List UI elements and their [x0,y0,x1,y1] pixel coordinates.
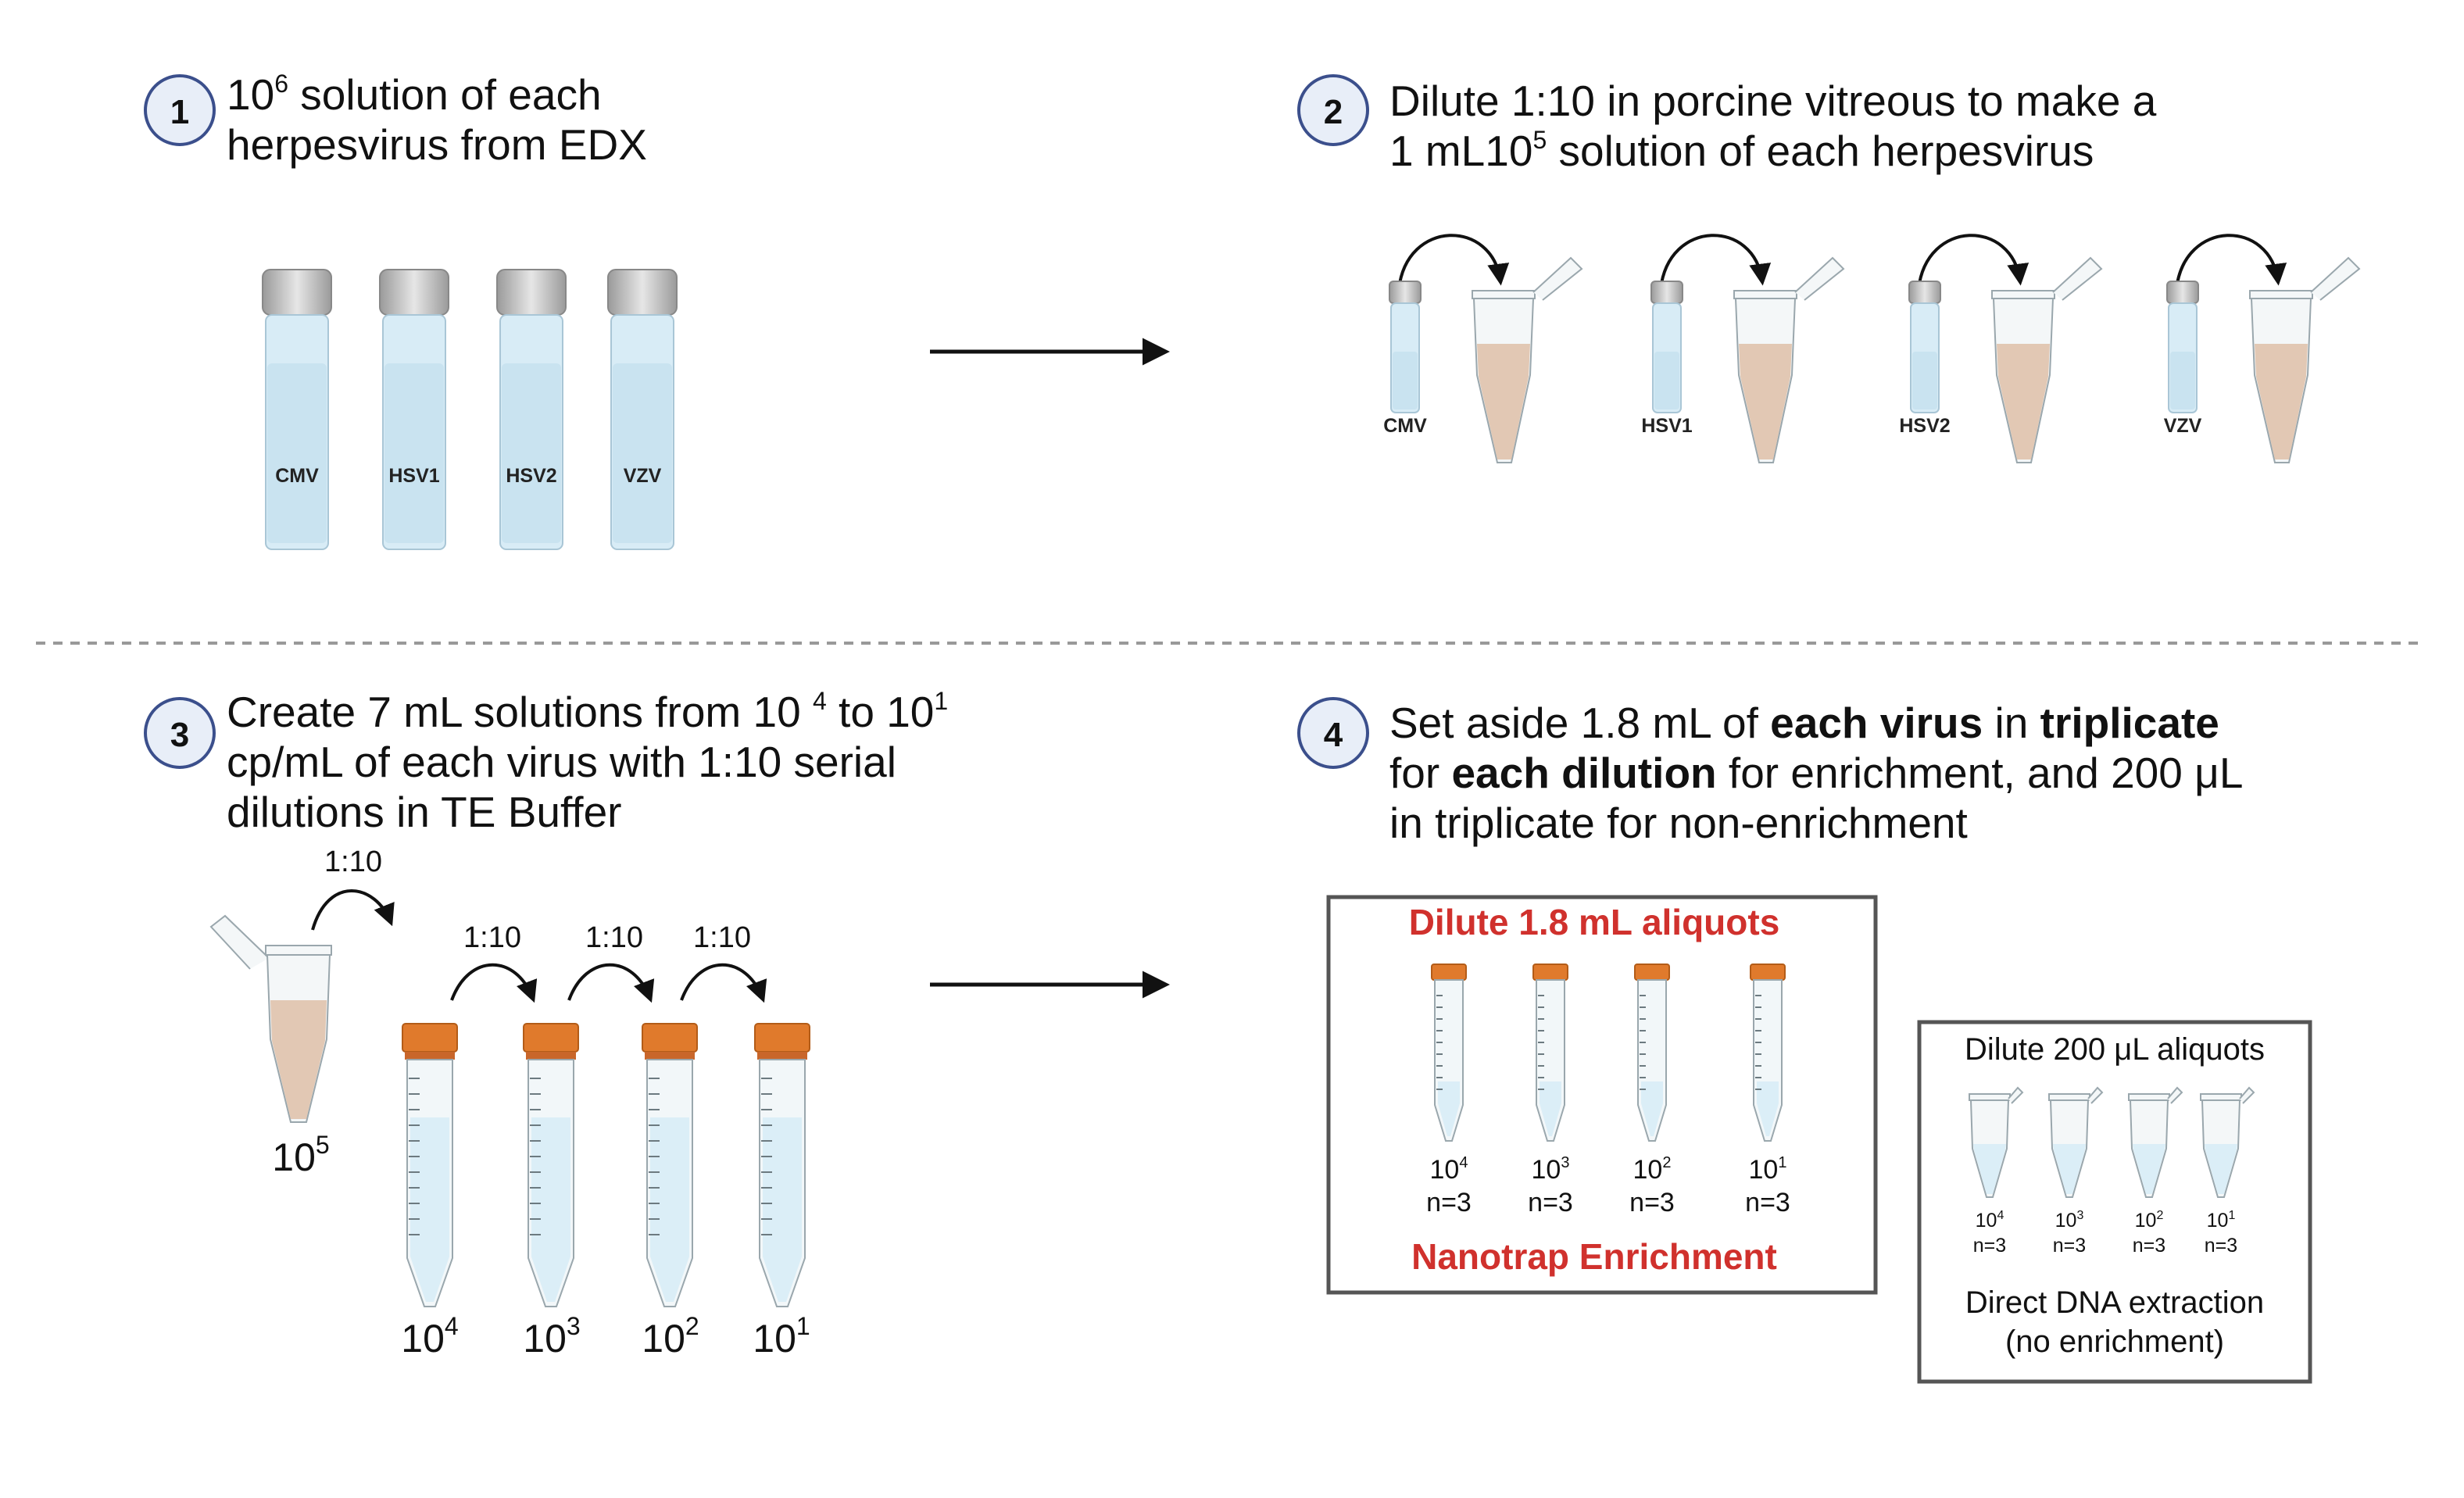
vial-label: CMV [275,465,319,487]
dilution-arrow [680,963,767,1003]
dilution-ratio: 1:10 [463,921,521,954]
vial-label: HSV1 [388,465,439,487]
replicate-count: n=3 [1528,1188,1573,1217]
vial-label: VZV [2164,415,2202,437]
replicate-count: n=3 [2205,1235,2237,1257]
aliquot-tube [1634,964,1670,1142]
step-text-line-1: 106 solution of each [227,70,602,119]
enrichment-box-footer: Nanotrap Enrichment [1411,1236,1777,1277]
step-text-line-2: for each dilution for enrichment, and 20… [1389,749,2243,797]
enrichment-box: Dilute 1.8 mL aliquots 1 [1326,895,1878,1295]
vial-label: VZV [624,465,662,487]
microtube [2128,1086,2183,1198]
aliquot-tube [1532,964,1568,1142]
vial-hsv2: HSV2 [496,269,567,550]
replicate-count: n=3 [1426,1188,1472,1217]
step-2: 2 Dilute 1:10 in porcine vitreous to mak… [1297,74,2361,463]
transfer-hsv2: HSV2 [1899,234,2103,463]
step-text-line-2: 1 mL105 solution of each herpesvirus [1389,126,2094,175]
vial-vzv: VZV [607,269,678,550]
aliquot-concentration: 102 [1633,1154,1672,1185]
transfer-cmv: CMV [1383,234,1583,463]
replicate-count: n=3 [1629,1188,1675,1217]
step-text-line-3: dilutions in TE Buffer [227,788,621,836]
step-number: 1 [170,93,189,131]
step-text-line-2: cp/mL of each virus with 1:10 serial [227,738,896,786]
starting-tube [209,914,332,1123]
tube-concentration: 103 [523,1312,580,1360]
tube-concentration: 102 [642,1312,699,1360]
tube-concentration: 104 [401,1312,458,1360]
step-number-badge: 3 [144,697,216,769]
step-number: 2 [1324,93,1343,131]
dilution-arrow [450,963,538,1003]
replicate-count: n=3 [2133,1235,2165,1257]
microtube [1969,1086,2024,1198]
vial-label: CMV [1383,415,1427,437]
step-text-line-1: Dilute 1:10 in porcine vitreous to make … [1389,77,2157,125]
step-number-badge: 2 [1297,74,1369,146]
conical-tube-1e3 [523,1023,579,1307]
conical-tube-1e2 [642,1023,698,1307]
aliquot-concentration: 101 [1749,1154,1787,1185]
step-number-badge: 1 [144,74,216,146]
step-number-badge: 4 [1297,697,1369,769]
step-text-line-3: in triplicate for non-enrichment [1389,799,1968,847]
vial-hsv1: HSV1 [379,269,449,550]
transfer-hsv1: HSV1 [1641,234,1845,463]
dilution-ratio: 1:10 [585,921,643,954]
dilution-arrow [311,889,395,931]
dilution-ratio: 1:10 [324,846,382,878]
direct-box-title: Dilute 200 μL aliquots [1965,1032,2265,1067]
aliquot-concentration: 103 [1532,1154,1570,1185]
step-4: 4 Set aside 1.8 mL of each virus in trip… [1297,697,2312,1384]
replicate-count: n=3 [1745,1188,1790,1217]
conical-tube-1e1 [754,1023,810,1307]
microtube [2200,1086,2255,1198]
step-text-line-1: Create 7 mL solutions from 10 4 to 101 [227,687,948,736]
enrichment-box-title: Dilute 1.8 mL aliquots [1409,902,1780,942]
microtube [2048,1086,2104,1198]
step-1: 1 106 solution of each herpesvirus from … [144,70,678,550]
replicate-count: n=3 [2053,1235,2086,1257]
vial-cmv: CMV [262,269,332,550]
vial-label: HSV2 [1899,415,1950,437]
aliquot-concentration: 104 [1430,1154,1468,1185]
dilution-arrow [567,963,655,1003]
starting-concentration: 105 [272,1131,329,1179]
vial-label: HSV1 [1641,415,1692,437]
step-number: 4 [1324,716,1343,754]
microtube-concentration: 103 [2055,1209,2084,1232]
direct-box-footer-line-1: Direct DNA extraction [1965,1285,2264,1320]
step-3: 3 Create 7 mL solutions from 10 4 to 101… [144,687,948,1360]
transfer-vzv: VZV [2164,234,2361,463]
vial-label: HSV2 [506,465,556,487]
tube-concentration: 101 [753,1312,810,1360]
conical-tube-1e4 [402,1023,458,1307]
step-text-line-2: herpesvirus from EDX [227,120,647,169]
microtube-concentration: 101 [2207,1209,2236,1232]
aliquot-tube [1750,964,1786,1142]
microtube-concentration: 104 [1976,1209,2004,1232]
stock-vials: CMV HSV1 HSV2 VZV [262,269,678,550]
aliquot-tube [1431,964,1467,1142]
direct-box-footer-line-2: (no enrichment) [2005,1325,2224,1359]
replicate-count: n=3 [1973,1235,2006,1257]
microtube-concentration: 102 [2135,1209,2164,1232]
direct-extraction-box: Dilute 200 μL aliquots 1 [1917,1020,2312,1384]
step-number: 3 [170,716,189,754]
step-text-line-1: Set aside 1.8 mL of each virus in tripli… [1389,699,2219,747]
dilution-ratio: 1:10 [693,921,751,954]
